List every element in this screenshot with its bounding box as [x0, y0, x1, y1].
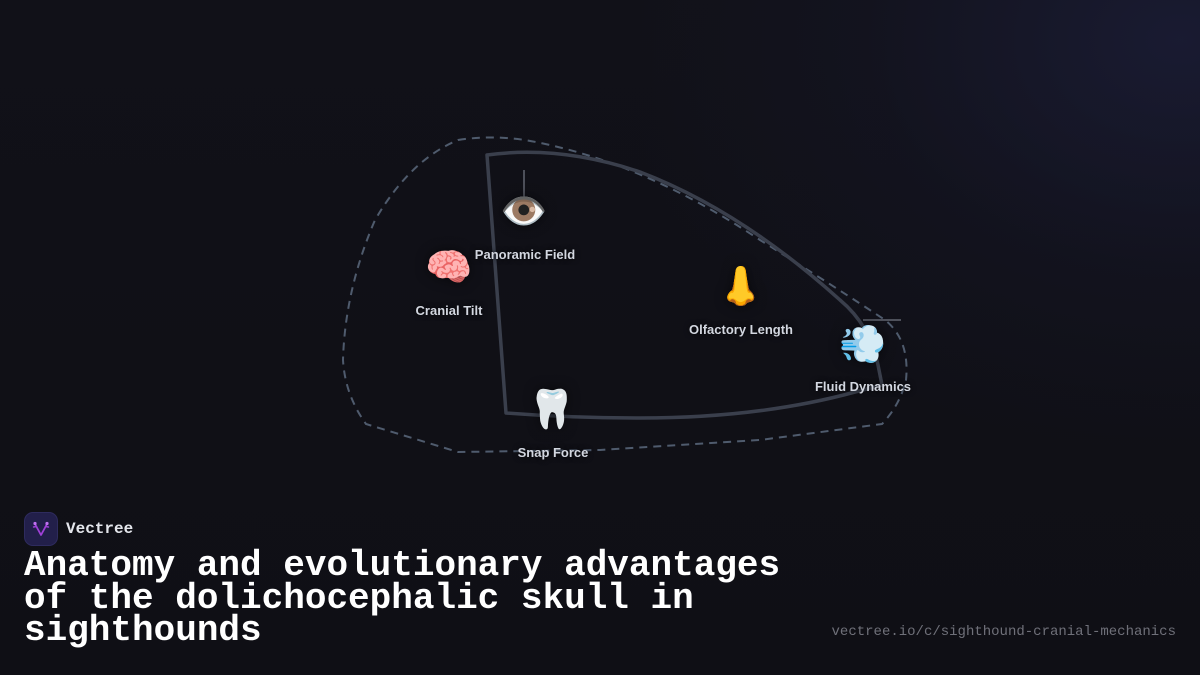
brand: Vectree	[24, 512, 133, 546]
source-url[interactable]: vectree.io/c/sighthound-cranial-mechanic…	[831, 624, 1176, 640]
page-title: Anatomy and evolutionary advantages of t…	[24, 545, 781, 651]
node-panoramic-field[interactable]: 👁️	[500, 189, 547, 233]
label-cranial-tilt: Cranial Tilt	[415, 303, 483, 318]
skull-wedge-outline	[485, 150, 884, 420]
node-cranial-tilt[interactable]: 🧠	[425, 245, 472, 289]
label-snap-force: Snap Force	[517, 445, 589, 460]
brain-icon: 🧠	[425, 245, 473, 289]
label-panoramic-field: Panoramic Field	[474, 247, 576, 262]
nose-icon: 👃	[717, 264, 765, 308]
node-snap-force[interactable]: 🦷	[528, 387, 575, 431]
node-olfactory-length[interactable]: 👃	[717, 264, 764, 308]
node-fluid-dynamics[interactable]: 💨	[839, 322, 886, 366]
eye-icon: 👁️	[500, 189, 548, 233]
tooth-icon: 🦷	[528, 387, 576, 431]
head-envelope-dashed-outline	[341, 136, 908, 454]
label-olfactory-length: Olfactory Length	[688, 322, 794, 337]
wind-puff-icon: 💨	[839, 322, 887, 366]
brand-name: Vectree	[66, 520, 134, 538]
vectree-logo-icon	[24, 512, 58, 546]
label-fluid-dynamics: Fluid Dynamics	[814, 379, 912, 394]
